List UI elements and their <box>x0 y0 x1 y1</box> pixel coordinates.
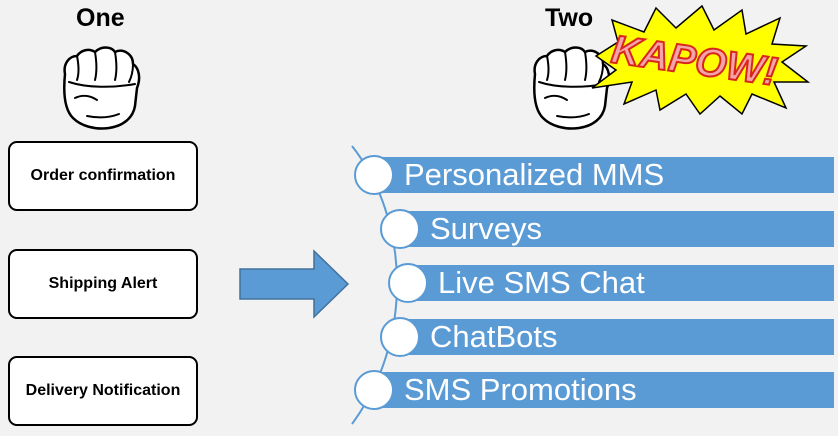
order-confirmation-box: Order confirmation <box>8 141 198 211</box>
list-bullet <box>354 155 394 195</box>
list-item-chatbots: ChatBots <box>400 319 834 355</box>
fist-icon <box>533 46 611 130</box>
list-item-sms-promotions: SMS Promotions <box>374 372 834 408</box>
list-item-surveys: Surveys <box>400 211 834 247</box>
heading-two: Two <box>545 4 594 32</box>
list-bullet <box>380 317 420 357</box>
heading-one: One <box>76 4 125 32</box>
list-item-live-sms-chat: Live SMS Chat <box>408 265 834 301</box>
right-arrow-icon <box>239 249 350 319</box>
fist-icon <box>63 46 141 130</box>
list-bullet <box>388 263 428 303</box>
shipping-alert-box: Shipping Alert <box>8 249 198 319</box>
kapow-burst-shape <box>591 4 811 116</box>
delivery-notification-box: Delivery Notification <box>8 356 198 426</box>
list-item-personalized-mms: Personalized MMS <box>374 157 834 193</box>
kapow-burst-icon: KAPOW! <box>591 4 811 116</box>
list-bullet <box>354 370 394 410</box>
list-bullet <box>380 209 420 249</box>
